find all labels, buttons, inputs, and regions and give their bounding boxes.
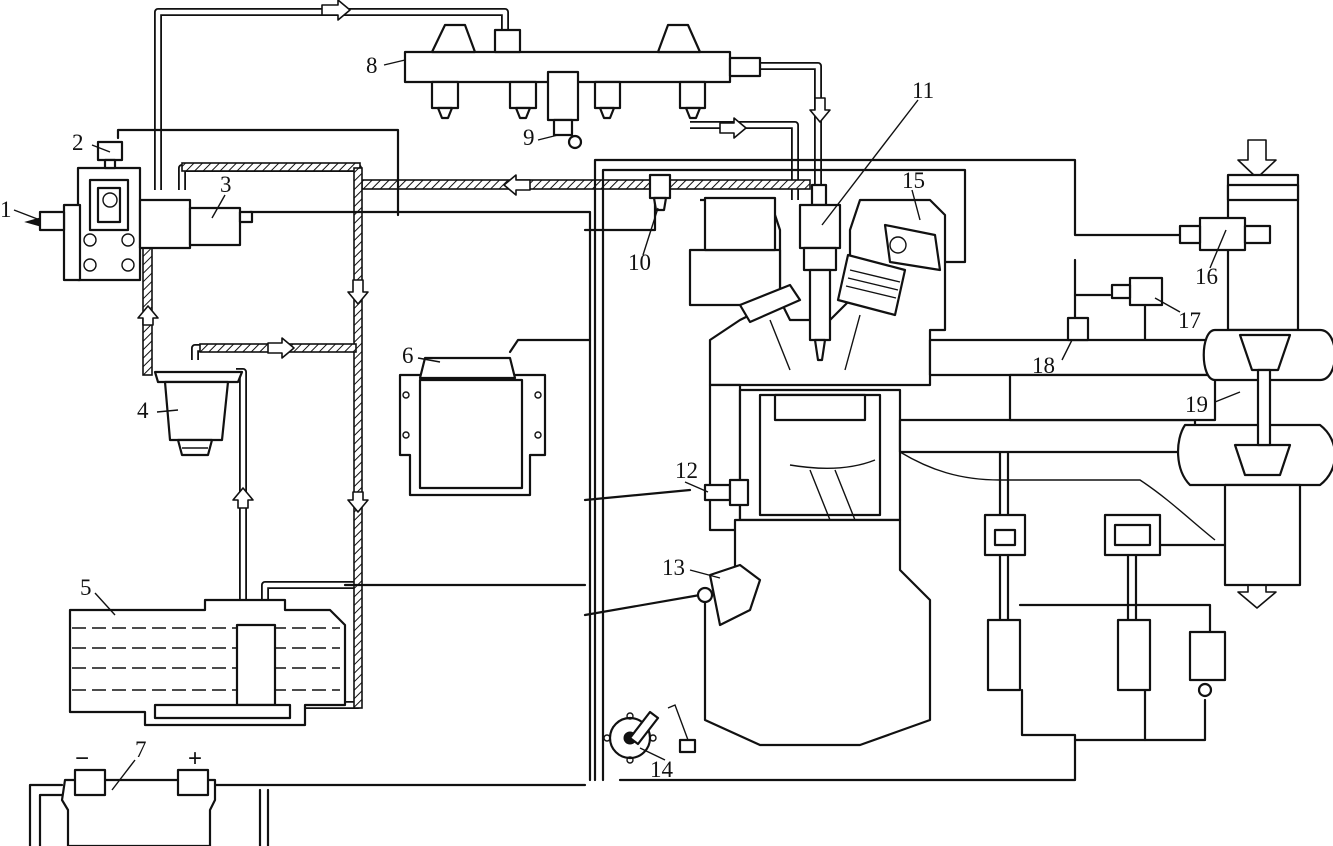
- label-7: 7: [135, 737, 147, 762]
- boost-pressure-sensor: [1110, 276, 1164, 307]
- label-18: 18: [1032, 353, 1055, 378]
- battery-minus: −: [75, 745, 89, 772]
- ecu: [398, 356, 547, 497]
- high-pressure-pump: [24, 140, 254, 282]
- label-3: 3: [220, 172, 232, 197]
- fuel-filter: [153, 370, 244, 457]
- battery-plus: +: [188, 745, 202, 772]
- egr-actuators: [983, 513, 1227, 698]
- label-19: 19: [1185, 392, 1208, 417]
- label-2: 2: [72, 130, 84, 155]
- common-rail: [403, 23, 762, 122]
- label-12: 12: [675, 458, 698, 483]
- air-flow-meter: [1178, 173, 1300, 332]
- label-10: 10: [628, 250, 651, 275]
- label-4: 4: [137, 398, 149, 423]
- fuel-tank: [68, 598, 347, 727]
- label-16: 16: [1195, 264, 1218, 289]
- wiring: [28, 128, 1232, 846]
- crankshaft-sensor: [696, 563, 762, 627]
- callout-leaders: [13, 59, 1241, 791]
- valves-and-camshaft: [738, 223, 942, 371]
- accelerator-pedal-sensor: [603, 704, 697, 764]
- turbocharger: [1176, 328, 1333, 587]
- label-1: 1: [0, 197, 12, 222]
- label-8: 8: [366, 53, 378, 78]
- label-6: 6: [402, 343, 414, 368]
- battery: − +: [60, 745, 217, 846]
- label-14: 14: [650, 757, 674, 782]
- label-15: 15: [902, 168, 925, 193]
- pressure-limiter: [552, 118, 583, 150]
- coolant-temp-sensor: [703, 478, 750, 507]
- intake-temp-sensor: [1066, 316, 1090, 342]
- label-9: 9: [523, 125, 535, 150]
- rail-pressure-sensor: [648, 173, 672, 212]
- label-5: 5: [80, 575, 92, 600]
- injector: [798, 183, 842, 362]
- flow-arrows: [137, 0, 1277, 609]
- engine: [688, 196, 1217, 747]
- callout-labels: 1 2 3 4 5 6 7 8 9 10 11 12 13 14 15 16 1…: [0, 53, 1218, 782]
- label-13: 13: [662, 555, 685, 580]
- label-17: 17: [1178, 308, 1201, 333]
- label-11: 11: [912, 78, 934, 103]
